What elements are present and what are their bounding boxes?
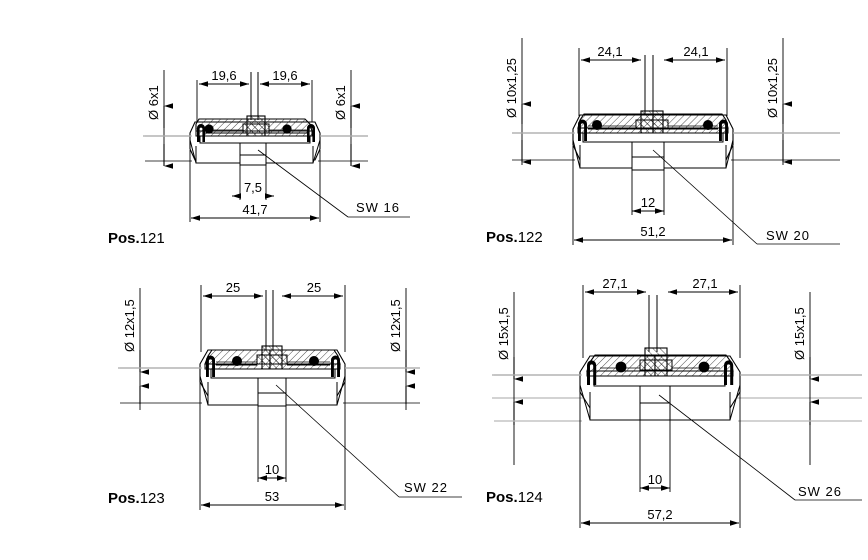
- pos-prefix: Pos.: [108, 230, 140, 247]
- dimension-top-pair: 24,1 24,1: [578, 44, 728, 116]
- dimension-overall: 53: [199, 380, 346, 510]
- thread-label-right: Ø 12x1,5: [388, 299, 403, 352]
- fitting-body: [189, 72, 321, 166]
- pos-number: 121: [140, 230, 165, 247]
- dim-top-right: 27,1: [692, 276, 717, 291]
- pos-label-122: Pos.122: [486, 229, 543, 246]
- leader-sw: SW 16: [257, 149, 410, 218]
- fitting-body: [572, 55, 734, 171]
- dim-small-bottom: 10: [265, 462, 279, 477]
- lip-seal-right: [331, 355, 340, 377]
- view-pos122: Ø 10x1,25 Ø 10x1,25 24,1 24,1 12: [486, 38, 840, 246]
- dim-top-right: 25: [307, 280, 321, 295]
- dim-top-left: 19,6: [211, 68, 236, 83]
- lip-seal-left: [206, 355, 215, 377]
- view-pos121: Ø 6x1 Ø 6x1 19,6 19,6 7,5: [108, 68, 410, 247]
- dimension-thread-left: Ø 12x1,5: [120, 288, 202, 410]
- dim-top-left: 25: [226, 280, 240, 295]
- o-ring-seal-right: [703, 120, 713, 130]
- dimension-thread-right: Ø 6x1: [318, 70, 368, 169]
- dim-top-right: 19,6: [272, 68, 297, 83]
- pos-number: 124: [518, 489, 543, 506]
- o-ring-seal-left: [615, 361, 627, 373]
- thread-label-left: Ø 12x1,5: [122, 299, 137, 352]
- o-ring-seal-right: [698, 361, 710, 373]
- fitting-body: [199, 290, 346, 407]
- lip-seal-right: [307, 124, 315, 142]
- fitting-body: [579, 295, 741, 421]
- pos-label-121: Pos.121: [108, 230, 165, 247]
- dim-overall: 57,2: [647, 507, 672, 522]
- thread-label-right: Ø 10x1,25: [765, 58, 780, 118]
- thread-label-right: Ø 6x1: [333, 85, 348, 120]
- lip-seal-right: [724, 360, 734, 385]
- o-ring-seal-right: [309, 356, 319, 366]
- dim-small-bottom: 7,5: [244, 180, 262, 195]
- dim-top-left: 27,1: [602, 276, 627, 291]
- lip-seal-left: [196, 124, 205, 142]
- dimension-small-bottom: 10: [639, 420, 671, 492]
- sw-label: SW 20: [766, 228, 810, 243]
- thread-label-right: Ø 15x1,5: [792, 307, 807, 360]
- pos-label-123: Pos.123: [108, 490, 165, 507]
- thread-label-left: Ø 6x1: [146, 85, 161, 120]
- dim-overall: 53: [265, 489, 279, 504]
- sw-label: SW 16: [356, 200, 400, 215]
- dimension-thread-left: Ø 10x1,25: [504, 38, 575, 165]
- dimension-top-pair: 27,1 27,1: [582, 276, 741, 358]
- leader-sw: SW 26: [658, 394, 862, 501]
- dimension-overall: 51,2: [572, 146, 734, 245]
- dimension-top-pair: 25 25: [200, 280, 346, 352]
- view-pos123: Ø 12x1,5 Ø 12x1,5 25 25 10: [108, 280, 462, 510]
- lip-seal-left: [587, 360, 597, 385]
- dimension-top-pair: 19,6 19,6: [196, 68, 313, 122]
- dimension-overall: 41,7: [189, 150, 321, 222]
- dim-top-left: 24,1: [597, 44, 622, 59]
- dimension-thread-left: Ø 15x1,5: [494, 292, 582, 465]
- dimension-thread-left: Ø 6x1: [145, 70, 192, 169]
- dim-small-bottom: 10: [648, 472, 662, 487]
- o-ring-seal-left: [232, 356, 242, 366]
- pos-label-124: Pos.124: [486, 489, 543, 506]
- dimension-thread-right: Ø 12x1,5: [343, 288, 420, 410]
- leader-sw: SW 22: [275, 384, 462, 498]
- thread-label-left: Ø 15x1,5: [496, 307, 511, 360]
- dimension-small-bottom: 12: [631, 170, 665, 215]
- lip-seal-right: [718, 119, 728, 141]
- pos-number: 123: [140, 490, 165, 507]
- lip-seal-left: [577, 119, 587, 141]
- dim-top-right: 24,1: [683, 44, 708, 59]
- o-ring-seal-right: [282, 124, 292, 134]
- pos-prefix: Pos.: [108, 490, 140, 507]
- sw-label: SW 26: [798, 484, 842, 499]
- pos-prefix: Pos.: [486, 489, 518, 506]
- thread-label-left: Ø 10x1,25: [504, 58, 519, 118]
- pos-prefix: Pos.: [486, 229, 518, 246]
- view-pos124: Ø 15x1,5 Ø 15x1,5 27,1 27,1 10: [486, 276, 862, 528]
- dimension-overall: 57,2: [579, 392, 741, 528]
- sw-label: SW 22: [404, 480, 448, 495]
- dimension-thread-right: Ø 15x1,5: [738, 292, 862, 465]
- dim-small-bottom: 12: [641, 195, 655, 210]
- dimension-small-bottom: 10: [257, 406, 287, 482]
- o-ring-seal-left: [204, 124, 214, 134]
- dimension-small-bottom: 7,5: [232, 165, 274, 200]
- dimension-thread-right: Ø 10x1,25: [731, 38, 840, 165]
- leader-sw: SW 20: [652, 149, 840, 245]
- dim-overall: 41,7: [242, 202, 267, 217]
- dim-overall: 51,2: [640, 224, 665, 239]
- o-ring-seal-left: [592, 120, 602, 130]
- pos-number: 122: [518, 229, 543, 246]
